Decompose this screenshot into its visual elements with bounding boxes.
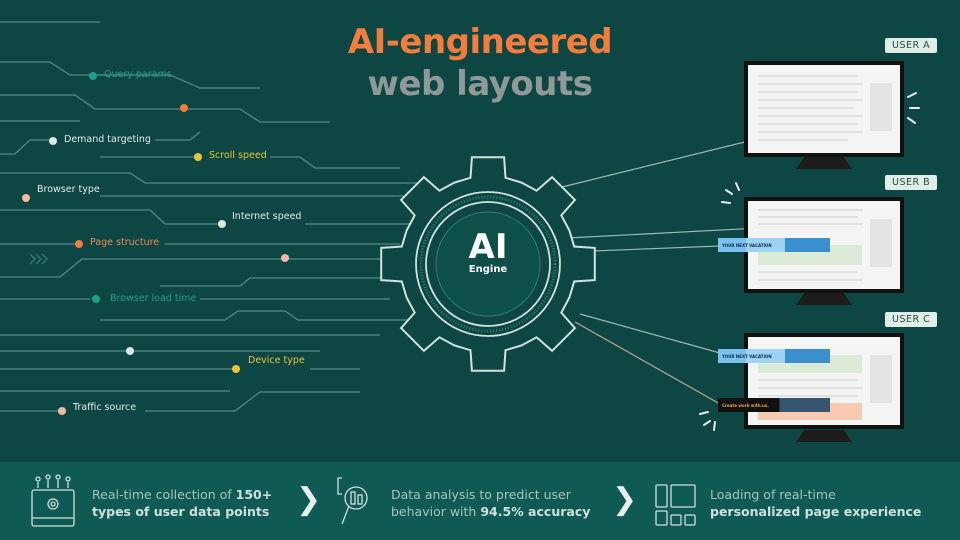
label-demand-targeting: Demand targeting [64, 134, 151, 145]
chevron-right-icon: ❯ [296, 482, 322, 517]
monitor-user-c [744, 333, 904, 429]
dot-traffic-source [58, 407, 66, 415]
label-device-type: Device type [248, 355, 305, 366]
dot-internet-speed [218, 220, 226, 228]
step2-bold: 94.5% accuracy [480, 504, 591, 519]
ad-banner-vacation[interactable]: YOUR NEXT VACATION [718, 238, 830, 252]
engine-sub: Engine [468, 264, 508, 275]
step2-line1: Data analysis to predict user [391, 487, 571, 502]
ad-banner-work[interactable]: Create work with us. [718, 398, 830, 412]
dot-white [126, 347, 134, 355]
label-query-params: Query params [104, 69, 172, 80]
title-line1: AI-engineered [347, 22, 613, 62]
step1-bold1: 150+ [235, 487, 273, 502]
user-a-badge: USER A [885, 38, 938, 53]
step1-text: Real-time collection of 150+ types of use… [92, 486, 272, 520]
data-collection-icon [31, 474, 75, 527]
sparkle-icon [699, 92, 920, 431]
title-line2: web layouts [367, 64, 593, 104]
step2-line2: behavior with [391, 504, 481, 519]
magnifier-analysis-icon [337, 477, 368, 525]
dot-peach [281, 254, 289, 262]
step3-bold: personalized page experience [710, 504, 922, 519]
gear-icon [380, 156, 596, 372]
ad-text: YOUR NEXT VACATION [722, 242, 772, 248]
dot-browser-type [22, 194, 30, 202]
monitor-stand [796, 430, 852, 442]
step3-line1: Loading of real-time [710, 487, 836, 502]
dot-orange [180, 104, 188, 112]
layout-icon [655, 484, 696, 526]
user-c-badge: USER C [885, 312, 938, 327]
monitor-user-a [744, 61, 904, 157]
ai-engine-label: AI Engine [440, 230, 536, 275]
label-browser-type: Browser type [37, 184, 100, 195]
process-footer: Real-time collection of 150+ types of use… [0, 462, 960, 540]
dot-browser-load-time [92, 295, 100, 303]
dot-page-structure [75, 240, 83, 248]
user-b-badge: USER B [885, 175, 938, 190]
diagram-stage: AI-engineered web layouts AI Engine Quer… [0, 21, 938, 442]
engine-main: AI [468, 227, 508, 267]
ad-text: Create work with us. [722, 402, 769, 408]
dot-scroll-speed [194, 153, 202, 161]
label-browser-load-time: Browser load time [110, 293, 197, 304]
step2-text: Data analysis to predict user behavior wi… [391, 486, 590, 520]
label-traffic-source: Traffic source [73, 402, 137, 413]
ad-banner-vacation-c[interactable]: YOUR NEXT VACATION [718, 349, 830, 363]
monitor-stand [796, 293, 852, 305]
step3-text: Loading of real-time personalized page ex… [710, 486, 921, 520]
chevron-right-icon: ❯ [612, 482, 638, 517]
dot-device-type [232, 365, 240, 373]
monitor-stand [796, 157, 852, 169]
label-page-structure: Page structure [90, 237, 160, 248]
circuit-lines [0, 21, 920, 431]
dot-query-params [89, 72, 97, 80]
step1-bold2: types of user data points [92, 504, 270, 519]
label-scroll-speed: Scroll speed [209, 150, 267, 161]
dot-demand-targeting [49, 137, 57, 145]
label-internet-speed: Internet speed [232, 211, 302, 222]
step1-text-a: Real-time collection of [92, 487, 236, 502]
ad-text: YOUR NEXT VACATION [722, 353, 772, 359]
